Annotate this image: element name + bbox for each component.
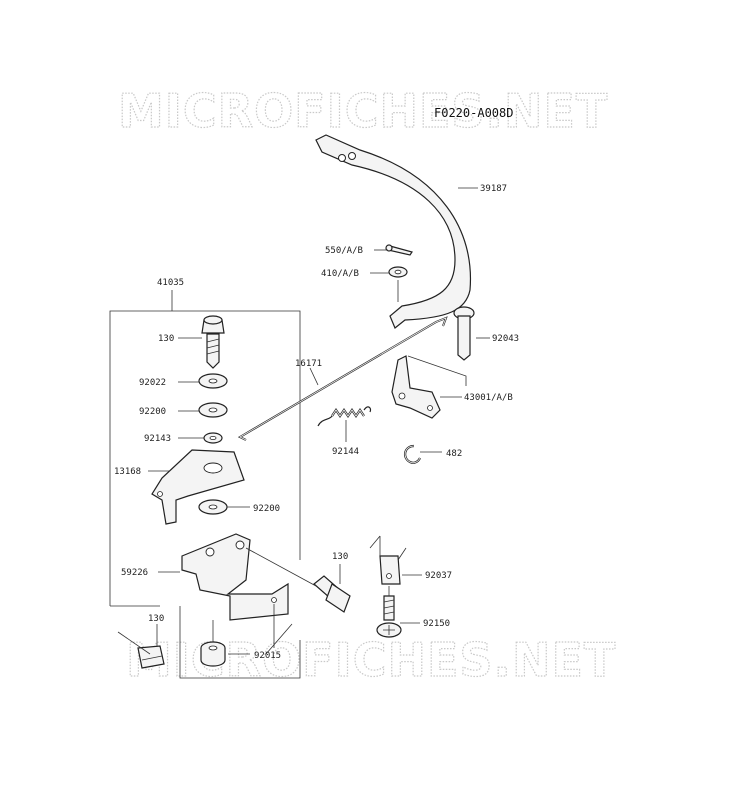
label-92200-b: 92200 [253, 504, 280, 514]
collar-92015-part[interactable] [200, 641, 226, 667]
plate-13168-part[interactable] [151, 449, 245, 525]
label-59226: 59226 [121, 568, 148, 578]
lever-43001-part[interactable] [391, 355, 441, 419]
diagram-code: F0220-A008D [434, 106, 513, 120]
label-13168: 13168 [114, 467, 141, 477]
nut-92037-part[interactable] [379, 555, 401, 585]
label-92022: 92022 [139, 378, 166, 388]
cotter-pin-part[interactable] [385, 244, 413, 256]
label-43001: 43001/A/B [464, 393, 513, 403]
brake-band-part[interactable] [315, 134, 472, 329]
label-92015: 92015 [254, 651, 281, 661]
spring-92144-part[interactable] [317, 406, 372, 427]
label-41035: 41035 [157, 278, 184, 288]
label-16171: 16171 [295, 359, 322, 369]
watermark-bottom: MICROFICHES.NET [126, 633, 616, 687]
washer-92022-part[interactable] [198, 373, 228, 389]
label-92200-a: 92200 [139, 407, 166, 417]
rod-16171-part[interactable] [237, 316, 448, 441]
washer-410-part[interactable] [388, 266, 408, 278]
bracket-59226-part[interactable] [181, 533, 289, 621]
label-550: 550/A/B [325, 246, 363, 256]
label-39187: 39187 [480, 184, 507, 194]
bolt-130-mid-part[interactable] [313, 575, 351, 613]
bolt-92150-part[interactable] [376, 595, 402, 638]
label-92143: 92143 [144, 434, 171, 444]
label-92043: 92043 [492, 334, 519, 344]
pin-92043-part[interactable] [453, 306, 475, 361]
label-92150: 92150 [423, 619, 450, 629]
label-92144: 92144 [332, 447, 359, 457]
label-130-b: 130 [332, 552, 348, 562]
washer-92200-lower-part[interactable] [198, 499, 228, 515]
label-482: 482 [446, 449, 462, 459]
washer-92200-upper-part[interactable] [198, 402, 228, 418]
label-92037: 92037 [425, 571, 452, 581]
nut-92143-part[interactable] [203, 432, 223, 444]
label-410: 410/A/B [321, 269, 359, 279]
label-130-c: 130 [148, 614, 164, 624]
bolt-130-bottom-part[interactable] [137, 645, 165, 669]
label-130-a: 130 [158, 334, 174, 344]
watermark-top: MICROFICHES.NET [118, 84, 608, 138]
bolt-130-top-part[interactable] [201, 315, 225, 369]
clip-482-part[interactable] [404, 444, 421, 464]
